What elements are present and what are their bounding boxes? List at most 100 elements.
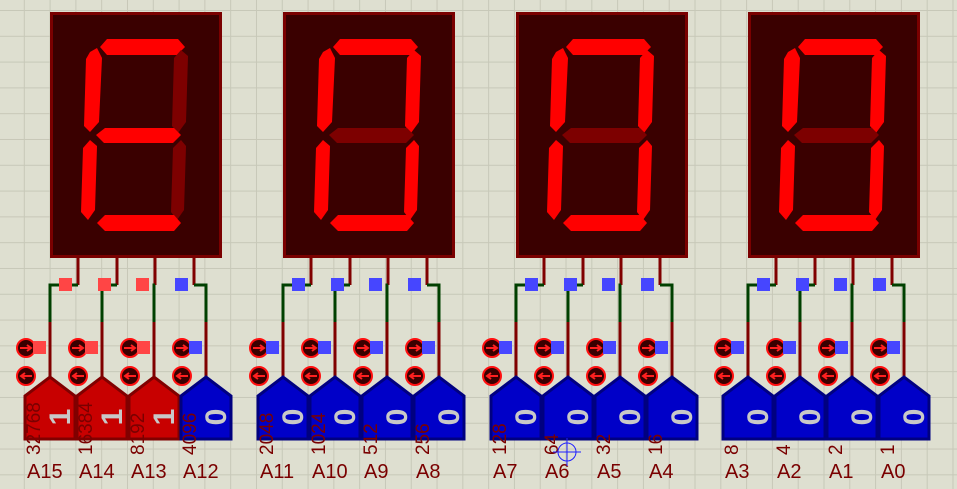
logic-state-indicator — [873, 278, 886, 291]
bit-weight-label: 8 — [722, 444, 743, 455]
probe-state-indicator — [370, 341, 383, 354]
toggle-value[interactable]: 0 — [794, 409, 827, 426]
toggle-body[interactable] — [256, 375, 310, 441]
bit-weight-label: 4096 — [180, 413, 201, 455]
logic-state-indicator — [602, 278, 615, 291]
segment-g — [329, 128, 414, 143]
logic-state-indicator — [757, 278, 770, 291]
logic-toggle-A9[interactable]: 0 — [360, 375, 414, 441]
toggle-body[interactable] — [412, 375, 466, 441]
arrow-left-icon — [175, 372, 188, 380]
wire — [152, 283, 156, 322]
logic-toggle-A8[interactable]: 0 — [412, 375, 466, 441]
crosshair-cursor-icon — [553, 438, 581, 466]
probe-state-indicator — [33, 341, 46, 354]
arrow-left-icon — [537, 372, 550, 380]
logic-toggle-A1[interactable]: 0 — [825, 375, 879, 441]
toggle-value[interactable]: 0 — [666, 409, 699, 426]
toggle-body[interactable] — [489, 375, 543, 441]
toggle-value[interactable]: 0 — [277, 409, 310, 426]
toggle-body[interactable] — [721, 375, 775, 441]
logic-toggle-A7[interactable]: 0 — [489, 375, 543, 441]
toggle-body[interactable] — [877, 375, 931, 441]
arrow-left-icon — [873, 372, 886, 380]
probe-state-indicator — [655, 341, 668, 354]
probe-state-indicator — [783, 341, 796, 354]
arrow-right-icon — [20, 344, 33, 352]
logic-state-indicator — [796, 278, 809, 291]
logic-toggle-A0[interactable]: 0 — [877, 375, 931, 441]
arrow-right-icon — [124, 344, 137, 352]
segment-c — [171, 140, 186, 220]
toggle-body[interactable] — [645, 375, 699, 441]
toggle-value[interactable]: 1 — [96, 409, 129, 426]
toggle-value[interactable]: 0 — [614, 409, 647, 426]
logic-toggle-A13[interactable]: 1 — [127, 375, 181, 441]
toggle-value[interactable]: 0 — [742, 409, 775, 426]
arrow-left-icon — [123, 372, 136, 380]
toggle-body[interactable] — [127, 375, 181, 441]
toggle-body[interactable] — [308, 375, 362, 441]
logic-toggle-A11[interactable]: 0 — [256, 375, 310, 441]
toggle-body[interactable] — [593, 375, 647, 441]
bit-name-label: A13 — [131, 461, 167, 483]
probe-state-indicator — [551, 341, 564, 354]
arrow-right-icon — [770, 344, 783, 352]
logic-state-indicator — [641, 278, 654, 291]
toggle-body[interactable] — [23, 375, 77, 441]
toggle-value[interactable]: 0 — [433, 409, 466, 426]
toggle-body[interactable] — [825, 375, 879, 441]
probe-state-indicator — [189, 341, 202, 354]
toggle-body[interactable] — [541, 375, 595, 441]
segment-e — [779, 140, 795, 220]
arrow-left-icon — [821, 372, 834, 380]
segment-b — [405, 50, 421, 133]
logic-state-indicator — [834, 278, 847, 291]
bit-name-label: A2 — [777, 461, 801, 483]
toggle-body[interactable] — [360, 375, 414, 441]
bit-name-label: A1 — [829, 461, 853, 483]
toggle-value[interactable]: 1 — [148, 409, 181, 426]
toggle-value[interactable]: 0 — [562, 409, 595, 426]
toggle-value[interactable]: 0 — [329, 409, 362, 426]
bit-name-label: A7 — [493, 461, 517, 483]
toggle-value[interactable]: 0 — [200, 409, 233, 426]
logic-toggle-A6[interactable]: 0 — [541, 375, 595, 441]
arrow-left-icon — [71, 372, 84, 380]
toggle-value[interactable]: 0 — [898, 409, 931, 426]
arrow-right-icon — [590, 344, 603, 352]
bit-name-label: A14 — [79, 461, 115, 483]
wire — [427, 283, 441, 322]
bit-weight-label: 8192 — [128, 413, 149, 455]
logic-toggle-A4[interactable]: 0 — [645, 375, 699, 441]
toggle-body[interactable] — [773, 375, 827, 441]
logic-state-indicator — [175, 278, 188, 291]
logic-state-indicator — [564, 278, 577, 291]
bit-weight-label: 256 — [413, 423, 434, 455]
logic-toggle-A2[interactable]: 0 — [773, 375, 827, 441]
arrow-left-icon — [19, 372, 32, 380]
bit-weight-label: 16384 — [76, 402, 97, 455]
toggle-value[interactable]: 0 — [846, 409, 879, 426]
logic-state-indicator — [292, 278, 305, 291]
segment-d — [330, 215, 414, 231]
logic-toggle-A5[interactable]: 0 — [593, 375, 647, 441]
toggle-value[interactable]: 1 — [44, 409, 77, 426]
segment-b — [870, 50, 886, 133]
logic-toggle-A10[interactable]: 0 — [308, 375, 362, 441]
probe-state-indicator — [499, 341, 512, 354]
bit-name-label: A4 — [649, 461, 673, 483]
toggle-value[interactable]: 0 — [381, 409, 414, 426]
logic-state-indicator — [98, 278, 111, 291]
arrow-right-icon — [305, 344, 318, 352]
logic-toggle-A12[interactable]: 0 — [179, 375, 233, 441]
arrow-left-icon — [252, 372, 265, 380]
toggle-body[interactable] — [179, 375, 233, 441]
logic-toggle-A3[interactable]: 0 — [721, 375, 775, 441]
arrow-right-icon — [538, 344, 551, 352]
toggle-body[interactable] — [75, 375, 129, 441]
logic-toggle-A14[interactable]: 1 — [75, 375, 129, 441]
toggle-value[interactable]: 0 — [510, 409, 543, 426]
logic-toggle-A15[interactable]: 1 — [23, 375, 77, 441]
